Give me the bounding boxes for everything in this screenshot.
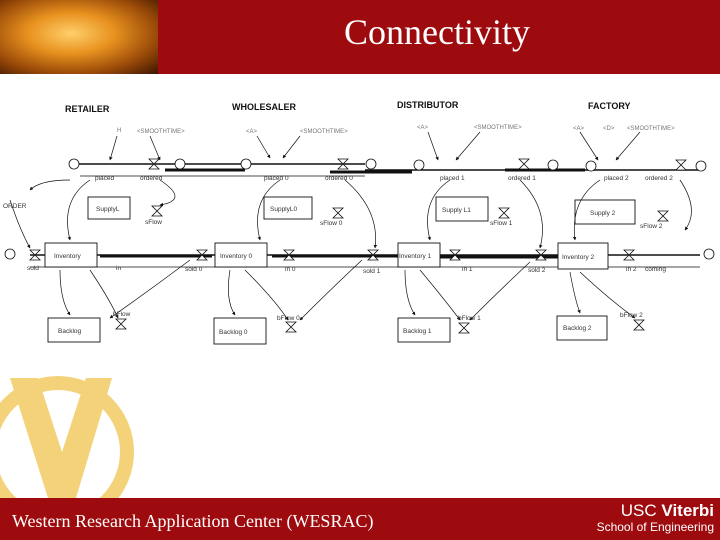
stock-wholesaler-supply: SupplyL0 [270,206,297,213]
var-distributor-placed: placed 1 [440,175,465,182]
stock-retailer-backlog: Backlog [58,328,82,335]
var-retailer-placed: placed [95,175,115,182]
var-retailer-bflow: bFlow [113,311,131,318]
var-distributor-sflow: sFlow 1 [490,220,513,227]
var-retailer-in: in [116,265,121,272]
column-header-retailer: RETAILER [65,104,110,114]
var-factory-sold: sold 2 [528,267,546,274]
var-wholesaler-sold: sold 0 [185,266,203,273]
slide-title: Connectivity [344,12,530,52]
usc-viterbi-logo: USC Viterbi School of Engineering [596,502,714,538]
var-wholesaler-sflow: sFlow 0 [320,220,343,227]
stock-distributor-supply: Supply L1 [442,207,471,214]
stock-factory-backlog: Backlog 2 [563,325,592,332]
footer-text: Western Research Application Center (WES… [12,511,374,531]
var-factory-bflow: bFlow 2 [620,312,643,319]
retailer-top-label: H [117,128,121,134]
usc-logo-line1: USC Viterbi [596,502,714,520]
wholesaler-top-label: <A> [246,129,258,135]
var-wholesaler-in: in 0 [285,266,296,273]
stock-retailer-supply: SupplyL [96,206,120,213]
influence-arrows [9,131,692,321]
var-retailer-sold: sold [27,265,39,272]
var-factory-coming: coming [645,266,666,273]
var-distributor-sold: sold 1 [363,268,381,275]
distributor-smoothtime-label: <SMOOTHTIME> [474,125,522,131]
retailer-smoothtime-label: <SMOOTHTIME> [137,129,185,135]
stock-retailer-inventory: Inventory [54,253,81,260]
stock-boxes [44,196,636,345]
var-factory-ordered: ordered 2 [645,175,673,182]
var-factory-placed: placed 2 [604,175,629,182]
var-retailer-sflow: sFlow [145,219,162,226]
usc-logo-primary-bold: Viterbi [661,501,714,520]
var-distributor-ordered: ordered 1 [508,175,536,182]
valve-icons [29,158,687,334]
stock-distributor-backlog: Backlog 1 [403,328,432,335]
usc-logo-primary: USC [620,501,657,520]
stock-flow-diagram-svg: RETAILER WHOLESALER DISTRIBUTOR FACTORY … [3,100,715,345]
distributor-top-label: <A> [417,125,429,131]
var-wholesaler-placed: placed 0 [264,175,289,182]
footer-bar: Western Research Application Center (WES… [0,498,720,540]
stock-factory-inventory: Inventory 2 [562,254,595,261]
var-order: ORDER [3,203,27,210]
var-factory-in: in 2 [626,266,637,273]
var-distributor-in: in 1 [462,266,473,273]
header-photo [0,0,158,74]
var-retailer-ordered: ordered [140,175,163,182]
var-wholesaler-ordered: ordered 0 [325,175,353,182]
factory-top-label: <A> [573,126,585,132]
v-logo-icon [0,376,134,528]
wholesaler-smoothtime-label: <SMOOTHTIME> [300,129,348,135]
stock-factory-supply: Supply 2 [590,210,616,217]
factory-d-label: <D> [603,126,615,132]
var-distributor-bflow: bFlow 1 [458,315,481,322]
var-factory-sflow: sFlow 2 [640,223,663,230]
supply-chain-diagram: RETAILER WHOLESALER DISTRIBUTOR FACTORY … [0,90,720,360]
stock-wholesaler-inventory: Inventory 0 [220,253,253,260]
column-header-distributor: DISTRIBUTOR [397,100,459,110]
usc-logo-secondary: School of Engineering [596,520,714,534]
stock-distributor-inventory: Inventory 1 [399,253,432,260]
cloud-icons [4,158,715,260]
stock-wholesaler-backlog: Backlog 0 [219,329,248,336]
column-header-factory: FACTORY [588,101,631,111]
v-logo [0,360,150,528]
title-bar: Connectivity [0,0,720,74]
column-header-wholesaler: WHOLESALER [232,102,296,112]
var-wholesaler-bflow: bFlow 0 [277,315,300,322]
factory-smoothtime-label: <SMOOTHTIME> [627,126,675,132]
